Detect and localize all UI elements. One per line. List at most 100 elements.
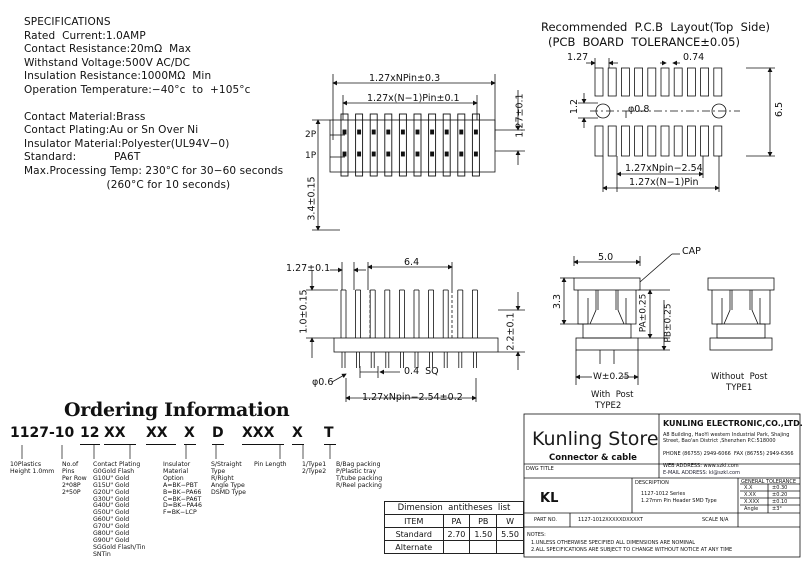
table-header: ITEM	[384, 514, 444, 528]
company-web: WEB ADDRESS: www.szkl.com	[663, 463, 739, 469]
pn-segment-d: D	[212, 425, 224, 441]
pn-segment-type: X	[292, 425, 303, 441]
top-dim-n1: 1.27x(N−1)Pin±0.1	[367, 93, 460, 104]
scale-label: SCALE N/A	[702, 517, 729, 523]
pn-segment-length: XXX	[242, 425, 275, 441]
notes-label: NOTES:	[527, 532, 546, 538]
table-header: PB	[469, 514, 498, 528]
front-dim-bottom: 1.27xNpin−2.54±0.2	[362, 392, 463, 403]
pn-segment-x: X	[184, 425, 195, 441]
table-cell	[442, 540, 471, 554]
spec-line: Rated Current:1.0AMP	[24, 29, 146, 42]
desc-insulator: Insulator Material Option A=BK−PBT B=BK−…	[163, 461, 202, 517]
table-cell: Standard	[384, 527, 444, 541]
top-dim-right: 1.27±0.1	[514, 93, 526, 138]
pn-segment-packing: T	[324, 425, 334, 441]
pcb-layout-drawing	[578, 58, 775, 192]
tol-value: ±3°	[772, 506, 782, 512]
description-1: 1127-1012 Series	[641, 491, 686, 497]
cap-label: CAP	[682, 246, 701, 257]
front-dim-pitch: 1.27±0.1	[286, 263, 331, 274]
dwg-title-label: DWG TITLE	[526, 466, 554, 472]
desc-posttype: 1/Type1 2/Type2	[302, 461, 327, 475]
spec-line: Operation Temperature:−40°c to +105°c	[24, 83, 251, 96]
type2-caption-2: TYPE2	[595, 401, 622, 411]
side-dim-33: 3.3	[552, 293, 564, 310]
general-tolerance-label: GENERAL TOLERANCE	[741, 479, 797, 485]
side-dim-50: 5.0	[598, 252, 614, 263]
pcb-title: Recommended P.C.B Layout(Top Side)	[541, 20, 771, 34]
front-dim-dia: φ0.6	[312, 377, 334, 388]
top-dim-left: 3.4±0.15	[306, 176, 318, 221]
pcb-dim-span2: 1.27x(N−1)Pin	[629, 177, 699, 188]
specifications-block: SPECIFICATIONS Rated Current:1.0AMP Cont…	[24, 16, 283, 192]
table-header: W	[496, 514, 524, 528]
type1-caption-2: TYPE1	[726, 383, 753, 393]
store-subtitle: Connector & cable	[549, 453, 637, 463]
table-cell: 5.50	[496, 527, 524, 541]
spec-line: Contact Material:Brass	[24, 110, 146, 123]
top-dim-total: 1.27xNPin±0.3	[369, 73, 441, 84]
desc-pitch: 10Plastics Height 1.0mm	[10, 461, 55, 475]
spec-heading: SPECIFICATIONS	[24, 16, 111, 28]
spec-line: Insulator Material:Polyester(UL94V−0)	[24, 137, 230, 150]
ordering-leader-lines	[21, 445, 331, 459]
part-no-label: PART NO.	[534, 517, 557, 523]
spec-line: Insulation Resistance:1000MΩ Min	[24, 70, 212, 83]
pn-segment-pins: 12	[80, 425, 100, 441]
description-label: DESCRIPTION	[635, 480, 669, 486]
dimension-table: ITEM PA PB W Standard 2.70 1.50 5.50 Alt…	[384, 514, 524, 554]
side-dim-w: W±0.25	[593, 372, 630, 382]
dwg-title: KL	[540, 491, 559, 506]
desc-type: S/Straight Type R/Right Angle Type DSMD …	[211, 461, 246, 496]
front-dim-height: 2.2±0.1	[505, 312, 517, 351]
desc-plating: Contact Plating G0Gold Flash G10U" Gold …	[93, 461, 146, 558]
pcb-dim-65: 6.5	[774, 101, 786, 118]
company-address: A8 Building, HaoYi western Industrial Pa…	[663, 432, 790, 444]
pn-segment-insulator: XX	[146, 425, 168, 441]
front-view-drawing	[306, 262, 525, 402]
side-view-type1-drawing	[707, 277, 775, 351]
company-name: KUNLING ELECTRONIC,CO.,LTD.	[663, 419, 803, 428]
pcb-dim-span1: 1.27xNpin−2.54	[625, 163, 703, 174]
type2-caption-1: With Post	[591, 390, 634, 400]
spec-line: Max.Processing Temp: 230°C for 30−60 sec…	[24, 164, 284, 177]
table-cell: 2.70	[442, 527, 471, 541]
tol-key: X.XXX	[744, 499, 760, 505]
pcb-dim-pitch: 1.27	[567, 52, 589, 63]
table-cell: 1.50	[469, 527, 498, 541]
top-label-1p: 1P	[305, 151, 317, 161]
table-header: PA	[442, 514, 471, 528]
table-row: Alternate	[384, 540, 524, 554]
top-view-drawing	[312, 74, 525, 231]
company-phone: PHONE (86755) 2949-6066 FAX (86755) 2949…	[663, 451, 794, 457]
pcb-dim-12: 1.2	[569, 98, 581, 115]
spec-line: Withstand Voltage:500V AC/DC	[24, 56, 191, 69]
front-dim-64: 6.4	[404, 257, 420, 268]
pn-segment-plating: XX	[104, 425, 126, 441]
dimension-table-title: Dimension antitheses list	[384, 501, 524, 515]
top-label-2p: 2P	[305, 130, 317, 140]
pn-segment-series: 1127-10	[10, 425, 75, 441]
title-block-frame	[523, 413, 801, 558]
pcb-dim-pad: 0.74	[683, 52, 705, 63]
tol-key: X.X	[744, 485, 753, 491]
tol-value: ±0.20	[772, 492, 788, 498]
pcb-dim-hole: φ0.8	[628, 104, 650, 115]
table-cell	[469, 540, 498, 554]
desc-length: Pin Length	[254, 461, 287, 468]
company-email: E-MAIL ADDRESS: kl@szkl.com	[663, 470, 740, 476]
spec-line: Contact Resistance:20mΩ Max	[24, 43, 192, 56]
table-cell	[496, 540, 524, 554]
tol-key: Angle	[744, 506, 759, 512]
front-dim-sq: 0.4 SQ	[404, 366, 439, 377]
ordering-title: Ordering Information	[64, 399, 290, 421]
spec-line: (260°C for 10 seconds)	[24, 178, 231, 191]
desc-pins: No.of Pins Per Row 2*08P 2*50P	[62, 461, 87, 496]
table-cell: Alternate	[384, 540, 444, 554]
part-no: 1127-1012XXXXXDXXXXT	[578, 517, 643, 523]
desc-packing: B/Bag packing P/Plastic tray T/tube pack…	[336, 461, 383, 489]
side-view-type2-drawing	[560, 253, 680, 385]
tol-key: X.XX	[744, 492, 756, 498]
